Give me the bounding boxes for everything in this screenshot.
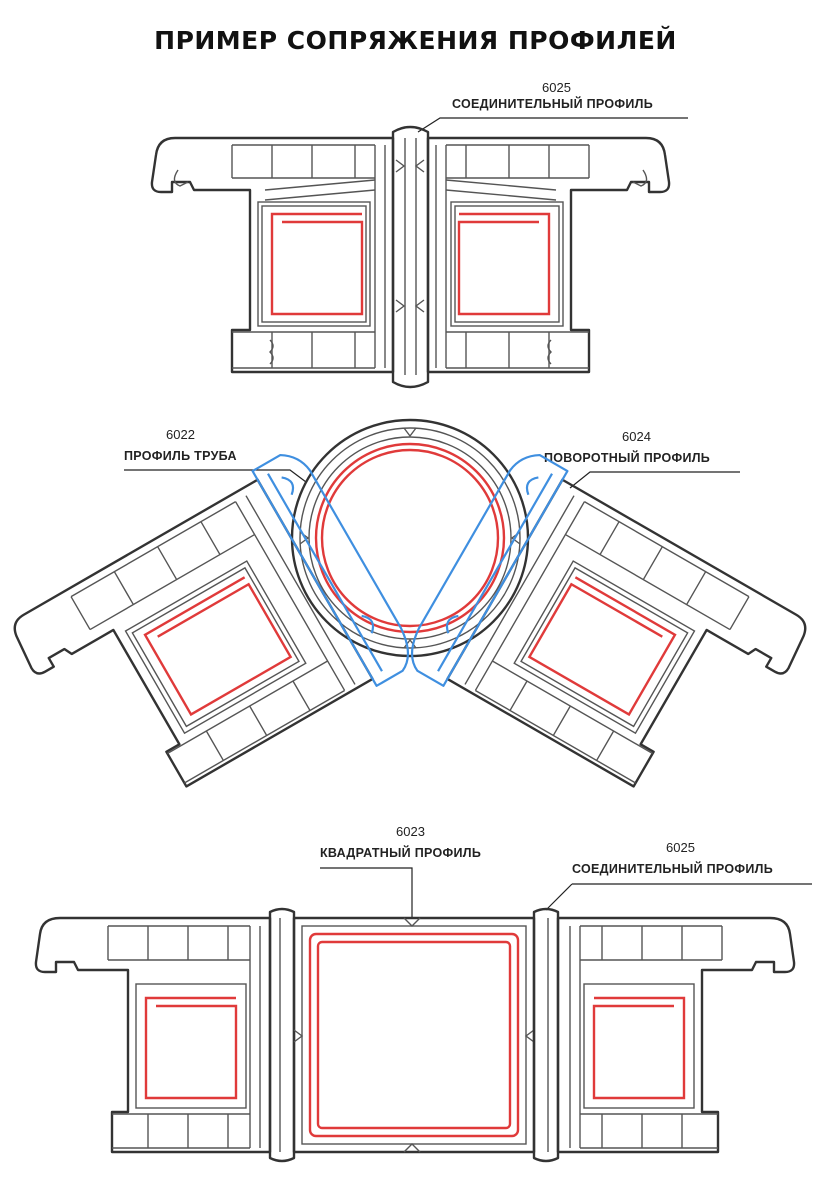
- square-profile: [292, 916, 536, 1154]
- bottom-right-connector: [532, 907, 560, 1163]
- bottom-assembly: [34, 867, 812, 1163]
- top-assembly: [150, 117, 688, 389]
- callout-name: ПРОФИЛЬ ТРУБА: [124, 449, 237, 463]
- callout-bottom-connector-name: СОЕДИНИТЕЛЬНЫЙ ПРОФИЛЬ: [572, 862, 773, 876]
- right-frame-outline: [426, 136, 671, 374]
- callout-pipe: 6022: [166, 427, 195, 442]
- callout-bottom-connector: 6025: [666, 840, 695, 855]
- middle-assembly: [13, 418, 807, 788]
- callout-pipe-name: ПРОФИЛЬ ТРУБА: [124, 449, 237, 463]
- callout-top-connector-name: СОЕДИНИТЕЛЬНЫЙ ПРОФИЛЬ: [452, 97, 653, 111]
- callout-rotary: 6024: [622, 429, 651, 444]
- callout-code: 6025: [542, 80, 571, 95]
- callout-code: 6025: [666, 840, 695, 855]
- bottom-left-frame: [34, 916, 272, 1154]
- callout-top-connector: 6025: [542, 80, 571, 95]
- pipe-profile: [290, 418, 530, 658]
- page-title: ПРИМЕР СОПРЯЖЕНИЯ ПРОФИЛЕЙ: [154, 26, 677, 55]
- left-rotated-frame: [13, 453, 410, 788]
- left-frame-outline: [150, 136, 395, 374]
- callout-name: СОЕДИНИТЕЛЬНЫЙ ПРОФИЛЬ: [452, 97, 654, 111]
- bottom-right-frame: [556, 916, 796, 1154]
- callout-name: СОЕДИНИТЕЛЬНЫЙ ПРОФИЛЬ: [572, 862, 774, 876]
- callout-code: 6024: [622, 429, 651, 444]
- leader-bottom-connector: [545, 883, 812, 911]
- callout-name: ПОВОРОТНЫЙ ПРОФИЛЬ: [544, 451, 711, 465]
- callout-code: 6023: [396, 824, 425, 839]
- leader-top-connector: [417, 117, 688, 133]
- callout-square-name: КВАДРАТНЫЙ ПРОФИЛЬ: [320, 846, 481, 860]
- leader-pipe: [124, 469, 307, 483]
- leader-square: [320, 867, 413, 918]
- top-connector-profile: [391, 125, 430, 389]
- bottom-left-connector: [268, 907, 296, 1163]
- right-rotated-frame: [410, 453, 807, 788]
- callout-code: 6022: [166, 427, 195, 442]
- callout-rotary-name: ПОВОРОТНЫЙ ПРОФИЛЬ: [544, 451, 710, 465]
- callout-square: 6023: [396, 824, 425, 839]
- callout-name: КВАДРАТНЫЙ ПРОФИЛЬ: [320, 846, 482, 860]
- leader-rotary: [569, 471, 740, 489]
